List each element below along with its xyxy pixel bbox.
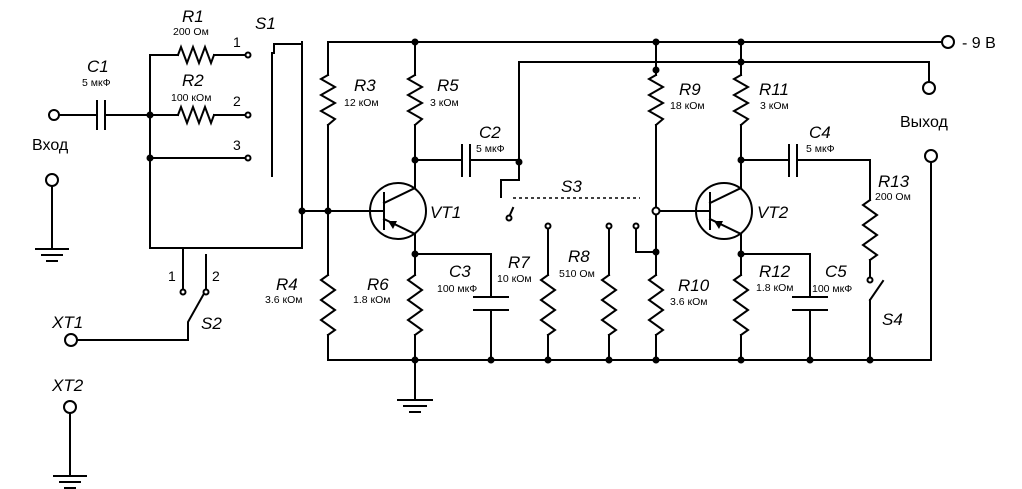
supply-label: - 9 В: [962, 35, 996, 52]
r2-value: 100 кОм: [171, 92, 211, 104]
c4-label: C4: [809, 123, 831, 142]
s1-pos-3: 3: [233, 137, 241, 153]
r7-label: R7: [508, 253, 530, 272]
wires: [51, 41, 942, 475]
c1-label: C1: [87, 57, 109, 76]
s1-pos-1: 1: [233, 34, 241, 50]
r6-value: 1.8 кОм: [353, 294, 391, 306]
switch-s4-blade[interactable]: [868, 279, 885, 302]
r12-value: 1.8 кОм: [756, 282, 794, 294]
r4-label: R4: [276, 275, 298, 294]
capacitors: [96, 100, 828, 311]
s1-label: S1: [255, 14, 276, 33]
resistor-r10: [647, 273, 665, 337]
capacitor-c5: [792, 296, 828, 311]
s4-label: S4: [882, 310, 903, 329]
junction-open: [651, 206, 661, 216]
resistor-r2: [176, 104, 216, 126]
xt1-terminal: [64, 333, 78, 347]
c2-label: C2: [479, 123, 501, 142]
r8-value: 510 Ом: [559, 268, 595, 280]
labels: - 9 В Вход Выход XT1 XT2 S1 1 2 3 1 2 S2…: [32, 7, 996, 395]
resistors: [176, 44, 879, 337]
xt2-label: XT2: [51, 376, 84, 395]
s3-label: S3: [561, 177, 582, 196]
c3-label: C3: [449, 262, 471, 281]
r8-label: R8: [568, 247, 590, 266]
r12-label: R12: [759, 262, 791, 281]
resistor-r11: [731, 73, 751, 127]
c2-value: 5 мкФ: [476, 143, 505, 155]
resistor-r12: [732, 273, 750, 337]
r13-label: R13: [878, 172, 910, 191]
resistor-r13: [861, 198, 879, 262]
output-terminal-2: [924, 149, 938, 163]
r11-value: 3 кОм: [760, 100, 789, 112]
resistor-r7: [539, 273, 557, 337]
r11-label: R11: [759, 80, 789, 99]
io-terminals[interactable]: [45, 35, 955, 414]
r5-label: R5: [437, 76, 459, 95]
r1-value: 200 Ом: [173, 26, 209, 38]
resistor-r6: [406, 273, 424, 337]
r7-value: 10 кОм: [497, 273, 532, 285]
s2-pos-1: 1: [168, 268, 176, 284]
xt2-terminal: [63, 400, 77, 414]
input-terminal: [48, 109, 60, 121]
ground-symbol: [35, 248, 433, 489]
r10-label: R10: [678, 276, 710, 295]
resistor-r1: [176, 44, 216, 66]
switch-contacts: [179, 51, 874, 296]
resistor-r8: [600, 273, 618, 337]
r9-label: R9: [679, 80, 701, 99]
c5-label: C5: [825, 262, 847, 281]
capacitor-c2: [461, 144, 471, 177]
capacitor-c3: [473, 296, 509, 311]
r4-value: 3.6 кОм: [265, 294, 303, 306]
c4-value: 5 мкФ: [806, 143, 835, 155]
output-label: Выход: [900, 114, 949, 131]
c5-value: 100 мкФ: [812, 283, 852, 295]
capacitor-c4: [788, 144, 798, 177]
r10-value: 3.6 кОм: [670, 296, 708, 308]
junction-dots: [146, 38, 874, 364]
resistor-r3: [318, 73, 338, 127]
s2-label: S2: [201, 314, 222, 333]
r6-label: R6: [367, 275, 389, 294]
r2-label: R2: [182, 71, 204, 90]
resistor-r4: [319, 273, 337, 337]
input-ground-terminal: [45, 173, 59, 187]
transistor-vt1: [369, 182, 427, 240]
r1-label: R1: [182, 7, 204, 26]
input-label: Вход: [32, 137, 69, 154]
s1-pos-2: 2: [233, 93, 241, 109]
r13-value: 200 Ом: [875, 191, 911, 203]
c3-value: 100 мкФ: [437, 283, 477, 295]
transistor-vt2: [695, 182, 753, 240]
resistor-r5: [405, 73, 425, 127]
resistor-r9: [646, 73, 666, 127]
vt1-label: VT1: [430, 203, 461, 222]
c1-value: 5 мкФ: [82, 77, 111, 89]
r9-value: 18 кОм: [670, 100, 705, 112]
output-terminal-1: [922, 81, 936, 95]
capacitor-c1: [96, 100, 106, 130]
r5-value: 3 кОм: [430, 97, 459, 109]
supply-terminal: [941, 35, 955, 49]
r3-value: 12 кОм: [344, 97, 379, 109]
xt1-label: XT1: [51, 313, 83, 332]
s2-pos-2: 2: [212, 268, 220, 284]
vt2-label: VT2: [757, 203, 789, 222]
r3-label: R3: [354, 76, 376, 95]
